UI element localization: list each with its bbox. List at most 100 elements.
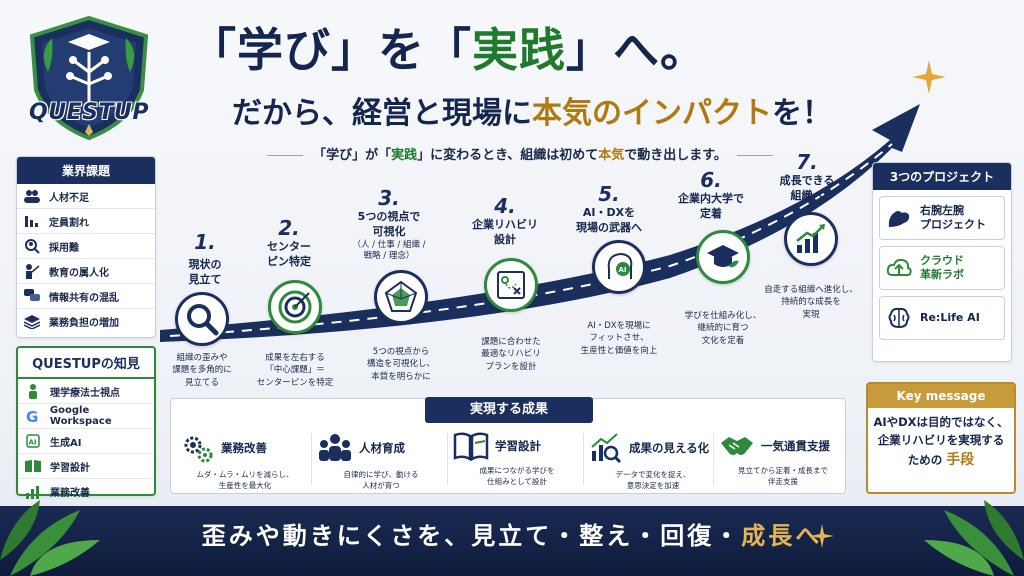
stack-icon xyxy=(23,314,41,330)
decline-chart-icon xyxy=(23,213,41,229)
magnifier-icon xyxy=(185,302,219,336)
issue-item: 人材不足 xyxy=(17,184,155,209)
step-title: センターピン特定 xyxy=(267,240,311,268)
projects-panel: 3つのプロジェクト 右腕左腕プロジェクトクラウド革新ラボ Re:Life AI xyxy=(872,162,1012,362)
project-label: 右腕左腕プロジェクト xyxy=(920,203,986,231)
leaf-decoration-left xyxy=(0,500,100,576)
issue-label: 人材不足 xyxy=(49,192,89,204)
knowledge-title: QUESTUPの知見 xyxy=(18,348,154,379)
project-label: クラウド革新ラボ xyxy=(920,253,964,281)
headline-line2: だから、経営と現場に本気のインパクトを！ xyxy=(232,96,832,131)
book-icon xyxy=(24,458,42,474)
step-number: 2. xyxy=(278,216,300,240)
issue-label: 業務負担の増加 xyxy=(49,318,119,329)
questup-logo xyxy=(29,15,149,141)
issues-title: 業界課題 xyxy=(17,157,155,184)
step-circle: AI xyxy=(592,240,646,294)
step-description: AI・DXを現場にフィットさせ、生産性と価値を向上 xyxy=(580,321,658,356)
sparkle-icon xyxy=(912,60,946,94)
bottom-banner xyxy=(0,506,1024,576)
knowledge-label: Google Workspace xyxy=(49,405,112,427)
team-icon xyxy=(317,431,353,465)
step-title: 現状の見立て xyxy=(188,258,222,286)
key-message-body: AIやDXは目的ではなく、 企業リハビリを実現する ための 手段 xyxy=(873,415,1009,468)
bar-chart-icon xyxy=(24,484,42,500)
target-icon xyxy=(277,289,313,325)
project-label: Re:Life AI xyxy=(920,310,980,324)
result-description: 自律的に学び、動ける人材が育つ xyxy=(343,470,419,491)
google-icon: G xyxy=(24,408,42,424)
result-item: 成果の見える化データで変化を捉え、意思決定を加速 xyxy=(589,431,717,490)
results-title: 実現する成果 xyxy=(425,397,593,423)
result-description: 成果につながる学びを仕組みとして設計 xyxy=(479,466,555,487)
knowledge-item: 理学療法士視点 xyxy=(18,379,154,404)
key-message-panel: Key message AIやDXは目的ではなく、 企業リハビリを実現する ため… xyxy=(866,382,1016,494)
step-description: 5つの視点から構造を可視化し、本質を明らかに xyxy=(366,347,435,382)
knowledge-item: 学習設計 xyxy=(18,454,154,479)
issue-item: 定員割れ xyxy=(17,209,155,234)
step-number: 6. xyxy=(700,168,722,192)
result-title: 業務改善 xyxy=(221,441,267,455)
result-title: 一気通貫支援 xyxy=(761,439,830,453)
svg-text:G: G xyxy=(26,408,38,424)
knowledge-item: 業務改善 xyxy=(18,479,154,504)
growth-chart-icon xyxy=(793,221,829,257)
result-item: 一気通貫支援見立てから定着・成長まで伴走支援 xyxy=(719,431,847,489)
ai-chip-icon: AI xyxy=(24,433,42,449)
result-item: 学習設計成果につながる学びを仕組みとして設計 xyxy=(453,431,581,489)
cloud-upload-icon xyxy=(886,255,912,281)
step-number: 5. xyxy=(598,182,620,206)
step-title: 企業リハビリ設計 xyxy=(472,218,538,246)
strategy-board-icon xyxy=(494,268,528,302)
issue-label: 情報共有の混乱 xyxy=(49,292,119,304)
result-title: 学習設計 xyxy=(495,439,541,453)
knowledge-item: G Google Workspace xyxy=(18,404,154,429)
step-circle xyxy=(784,212,838,266)
pentagon-icon xyxy=(383,279,419,315)
svg-text:AI: AI xyxy=(29,439,37,447)
key-message-title: Key message xyxy=(868,384,1014,408)
project-item: 右腕左腕プロジェクト xyxy=(879,196,1005,240)
issue-item: 教育の属人化 xyxy=(17,259,155,284)
step-number: 1. xyxy=(194,230,216,254)
svg-text:AI: AI xyxy=(619,266,627,274)
result-title: 成果の見える化 xyxy=(629,441,710,455)
result-description: 見立てから定着・成長まで伴走支援 xyxy=(738,466,828,487)
issue-label: 採用難 xyxy=(49,242,79,254)
knowledge-label: 学習設計 xyxy=(50,462,90,474)
result-description: ムダ・ムラ・ムリを減らし、生産性を最大化 xyxy=(196,470,294,491)
knowledge-label: 生成AI xyxy=(50,437,82,449)
analytics-icon xyxy=(589,431,623,465)
step-circle xyxy=(374,270,428,324)
step-description: 自走する組織へ進化し、持続的な成長を実現 xyxy=(764,285,858,320)
step-number: 4. xyxy=(494,194,516,218)
therapist-icon xyxy=(24,383,42,399)
step-number: 7. xyxy=(796,150,818,174)
step-title: 5つの視点で可視化（人 / 仕事 / 組織 /戦略 / 理念） xyxy=(352,210,426,262)
issue-item: 業務負担の増加 xyxy=(17,309,155,334)
projects-title: 3つのプロジェクト xyxy=(873,163,1011,190)
step-title: 企業内大学で定着 xyxy=(678,192,744,220)
issue-item: 採用難 xyxy=(17,234,155,259)
result-title: 人材育成 xyxy=(359,441,405,455)
industry-issues-panel: 業界課題 人材不足定員割れ採用難教育の属人化情報共有の混乱業務負担の増加 xyxy=(16,156,156,338)
graduation-cap-icon xyxy=(705,239,741,275)
project-item: クラウド革新ラボ xyxy=(879,246,1005,290)
result-item: 業務改善ムダ・ムラ・ムリを減らし、生産性を最大化 xyxy=(181,431,309,491)
result-divider xyxy=(583,433,584,485)
result-item: 人材育成自律的に学び、動ける人材が育つ xyxy=(317,431,445,491)
results-panel: 実現する成果 業務改善ムダ・ムラ・ムリを減らし、生産性を最大化人材育成自律的に学… xyxy=(170,397,847,494)
step-circle xyxy=(696,230,750,284)
knowledge-label: 理学療法士視点 xyxy=(50,387,120,399)
knowledge-label: 業務改善 xyxy=(50,488,90,499)
search-person-icon xyxy=(23,238,41,254)
issue-label: 教育の属人化 xyxy=(49,267,109,279)
open-book-icon xyxy=(453,431,489,461)
logo-text: QUESTUP xyxy=(29,100,149,125)
brain-icon xyxy=(886,305,912,331)
handshake-icon xyxy=(719,431,755,461)
step-description: 課題に合わせた最適なリハビリプランを設計 xyxy=(481,337,541,372)
banner-sparkle-icon xyxy=(810,524,834,548)
project-item: Re:Life AI xyxy=(879,296,1005,340)
